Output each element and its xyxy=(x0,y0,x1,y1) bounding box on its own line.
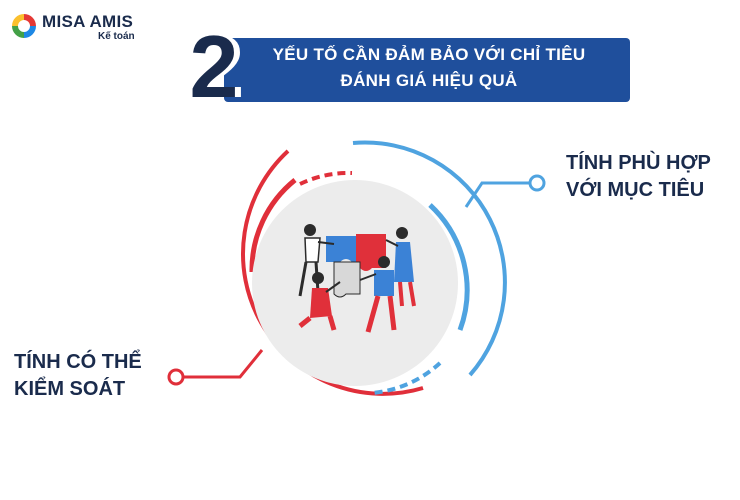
person-3-head xyxy=(312,272,324,284)
label-goal-alignment: TÍNH PHÙ HỢP VỚI MỤC TIÊU xyxy=(566,150,711,204)
outer-blue-arc xyxy=(352,140,507,377)
title-line-1: YẾU TỐ CẦN ĐẢM BẢO VỚI CHỈ TIÊU xyxy=(272,45,586,64)
person-2-head xyxy=(396,227,408,239)
person-4-head xyxy=(378,256,390,268)
person-1-arm xyxy=(317,241,335,245)
connector-right-node xyxy=(528,174,546,192)
brand-subtitle: Kế toán xyxy=(98,31,135,42)
person-2-body xyxy=(394,242,414,282)
team-puzzle-illustration xyxy=(298,224,416,333)
puzzle-piece-gray xyxy=(333,261,361,298)
logo-mark-icon xyxy=(12,14,36,38)
person-1-head xyxy=(304,224,316,236)
person-1-body xyxy=(304,237,321,263)
person-4-legs xyxy=(365,295,397,333)
person-3-arm xyxy=(325,281,341,293)
connector-left xyxy=(183,349,264,379)
person-4-arm xyxy=(359,273,377,281)
person-3-body xyxy=(310,288,332,318)
label-controllability-line1: TÍNH CÓ THỂ xyxy=(14,351,142,373)
title-number-shadow: 2 xyxy=(195,17,245,116)
person-2-legs xyxy=(398,281,416,307)
dashed-blue-arc xyxy=(371,361,442,395)
inner-red-arc xyxy=(249,178,297,273)
inner-blue-arc xyxy=(428,203,470,331)
connector-left-node xyxy=(167,368,185,386)
label-goal-alignment-line2: VỚI MỤC TIÊU xyxy=(566,179,705,201)
title-banner xyxy=(224,38,630,102)
dashed-red-arc xyxy=(299,170,353,186)
person-2-arm xyxy=(385,239,399,247)
brand-logo: MISA AMIS Kế toán xyxy=(10,10,150,46)
label-controllability-line2: KIỂM SOÁT xyxy=(14,378,126,400)
title-line-2: ĐÁNH GIÁ HIỆU QUẢ xyxy=(340,71,518,90)
label-goal-alignment-line1: TÍNH PHÙ HỢP xyxy=(566,152,711,174)
person-4-body xyxy=(374,270,394,296)
person-3-legs xyxy=(298,315,337,331)
brand-name: MISA AMIS xyxy=(42,12,134,31)
title-number: 2 xyxy=(189,17,239,116)
connector-right xyxy=(464,181,530,208)
label-controllability: TÍNH CÓ THỂ KIỂM SOÁT xyxy=(14,349,142,403)
